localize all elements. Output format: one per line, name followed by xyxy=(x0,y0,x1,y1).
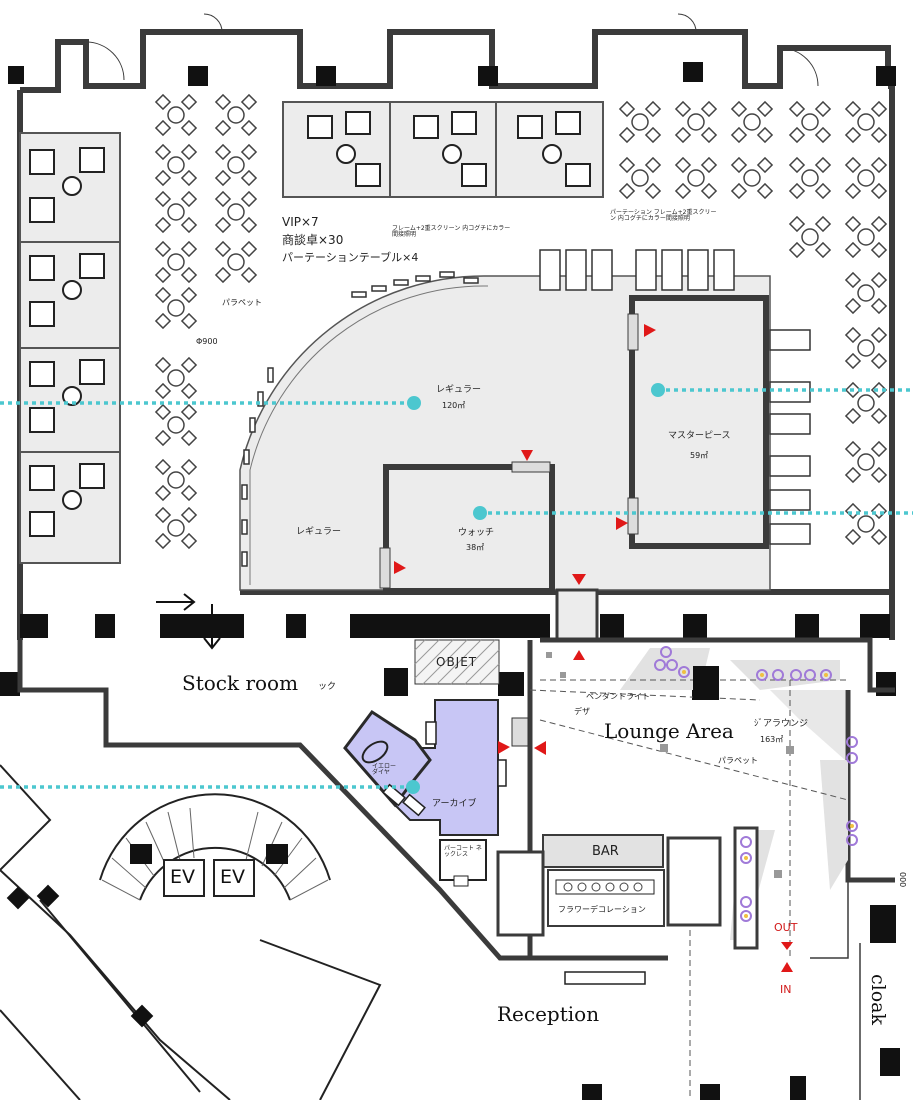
round-table xyxy=(618,156,662,200)
out-label: OUT xyxy=(774,921,798,934)
round-table xyxy=(788,100,832,144)
elevators xyxy=(6,844,288,1028)
vip-summary-line-1: VIP×7 xyxy=(282,215,319,229)
round-table xyxy=(788,215,832,259)
round-table xyxy=(214,143,258,187)
guide-lines xyxy=(0,388,913,789)
room-watch-name: ウォッチ xyxy=(458,528,495,538)
round-table xyxy=(730,100,774,144)
in-label: IN xyxy=(780,983,792,996)
door-arcs xyxy=(85,13,819,87)
note-yellow-diamond: イエロー ダイヤ xyxy=(372,763,396,776)
cloak-and-reception-walls xyxy=(582,905,900,1100)
entry-markers xyxy=(394,324,793,972)
corridor xyxy=(555,588,599,642)
vip-summary-line-2: 商談卓×30 xyxy=(282,233,344,247)
round-table xyxy=(844,215,888,259)
room-archive-name: アーカイブ xyxy=(432,799,477,809)
pendant-lights xyxy=(654,646,858,922)
round-table xyxy=(844,100,888,144)
round-table xyxy=(154,143,198,187)
round-table xyxy=(618,100,662,144)
note-frame-screen-left: フレーム+2重スクリーン 内コグチにカラー間接照明 xyxy=(392,225,511,238)
note-parapet-lounge: パラペット xyxy=(718,756,758,765)
cloak-wall xyxy=(810,880,861,1100)
round-table xyxy=(154,93,198,137)
guide-dots xyxy=(406,383,665,794)
vip-booths-left xyxy=(19,132,121,564)
room-regular-main-area: 120㎡ xyxy=(442,401,466,410)
round-table xyxy=(154,240,198,284)
round-table xyxy=(214,190,258,234)
dimension-label: 000 xyxy=(898,872,907,888)
objet-box xyxy=(414,639,500,685)
room-regular-lower-name: レギュラー xyxy=(296,527,342,537)
room-masterpiece-name: マスターピース xyxy=(668,431,731,441)
watch-room xyxy=(379,461,555,594)
round-table xyxy=(154,506,198,550)
lounge-area-label: Lounge Area xyxy=(604,719,734,743)
reception-label: Reception xyxy=(497,1002,600,1026)
round-table xyxy=(214,93,258,137)
cloak-label: cloak xyxy=(867,974,889,1025)
objet-label: OBJET xyxy=(436,655,478,669)
round-table xyxy=(788,156,832,200)
wall-columns xyxy=(0,62,896,700)
note-flower-decoration: フラワーデコレーション xyxy=(558,905,646,914)
stair-outline xyxy=(0,764,382,1100)
stock-room-label: Stock room xyxy=(182,671,299,695)
round-table xyxy=(154,286,198,330)
room-lounge-area: 163㎡ xyxy=(760,735,784,744)
round-table xyxy=(154,356,198,400)
round-table xyxy=(844,502,888,546)
note-frame-screen-right: パーテーション フレーム+2重スクリーン 内コグチにカラー間接照明 xyxy=(610,209,717,222)
screen-furniture xyxy=(241,249,811,567)
note-design: デザ xyxy=(574,707,590,716)
note-pearl-necklace: パーコート ネックレス xyxy=(444,845,482,858)
note-parapet-left: パラペット xyxy=(222,298,262,307)
elevator-right-label: EV xyxy=(220,866,246,888)
room-regular-main-name: レギュラー xyxy=(436,385,482,395)
round-table xyxy=(154,190,198,234)
note-phi900: Φ900 xyxy=(196,337,218,346)
round-tables xyxy=(154,93,888,550)
masterpiece-room xyxy=(627,295,769,549)
round-table xyxy=(674,100,718,144)
round-table xyxy=(154,458,198,502)
round-table xyxy=(844,271,888,315)
bar-label: BAR xyxy=(592,844,619,859)
round-table xyxy=(844,440,888,484)
bar-counter xyxy=(496,834,722,985)
flow-arrows xyxy=(156,593,221,650)
note-pendant-light: ペンダントライト xyxy=(586,692,650,701)
vip-summary-line-3: パーテーションテーブル×4 xyxy=(282,251,419,264)
room-masterpiece-area: 59㎡ xyxy=(690,451,709,460)
round-table xyxy=(154,403,198,447)
vip-booths-top xyxy=(282,101,604,198)
round-table xyxy=(844,326,888,370)
stock-room-tail: ック xyxy=(318,682,337,692)
round-table xyxy=(214,240,258,284)
elevator-left-label: EV xyxy=(170,866,196,888)
round-table xyxy=(844,156,888,200)
room-lounge-name: ｼﾞアラウンジ xyxy=(754,719,809,729)
room-watch-area: 38㎡ xyxy=(466,543,485,552)
round-table xyxy=(730,156,774,200)
round-table xyxy=(674,156,718,200)
